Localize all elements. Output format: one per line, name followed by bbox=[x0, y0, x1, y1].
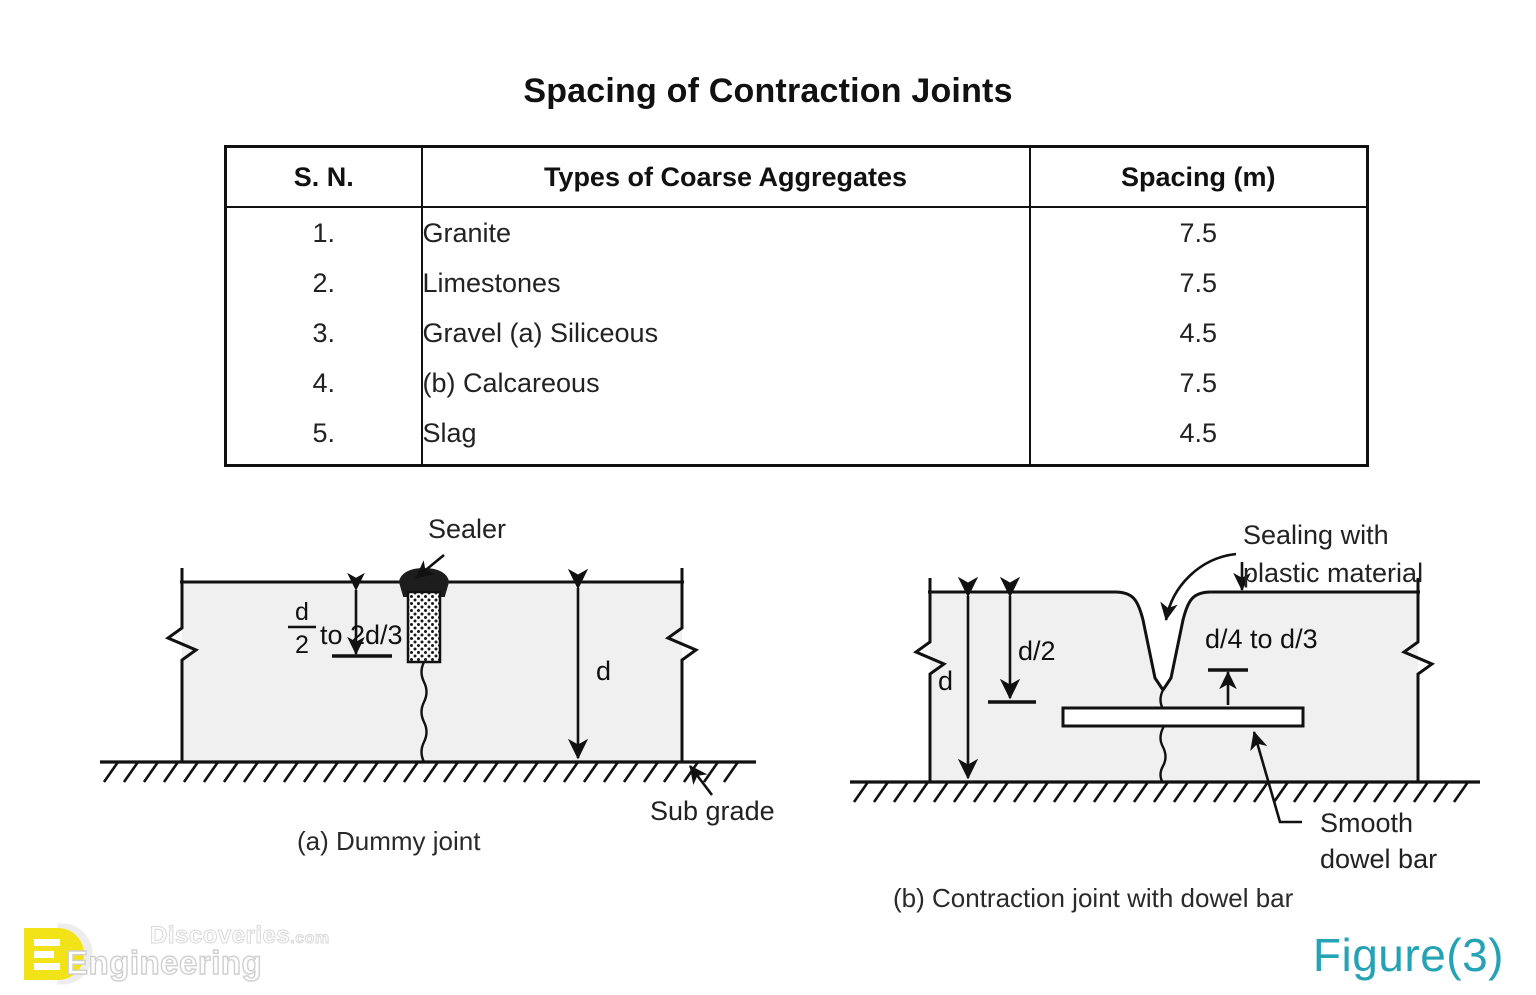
table-row: 4. (b) Calcareous 7.5 bbox=[224, 358, 1369, 408]
column-header-spacing: Spacing (m) bbox=[1028, 145, 1369, 208]
table-row: 3. Gravel (a) Siliceous 4.5 bbox=[224, 308, 1369, 358]
slab-right-break-b bbox=[1400, 578, 1436, 782]
sealed-groove-a bbox=[406, 590, 442, 664]
dim-groove-denominator-a: 2 bbox=[295, 631, 309, 659]
cell-type: Slag bbox=[420, 408, 1031, 467]
watermark-logo: Discoveries.com Engineering bbox=[8, 920, 338, 988]
slab-left-break-b bbox=[912, 578, 948, 782]
contraction-joint-spacing-table: S. N. Types of Coarse Aggregates Spacing… bbox=[224, 145, 1369, 467]
cell-spacing: 4.5 bbox=[1028, 408, 1369, 467]
column-header-type: Types of Coarse Aggregates bbox=[420, 145, 1031, 208]
dowel-label-line2-b: dowel bar bbox=[1320, 844, 1437, 874]
joint-detail-figures: d 2 to 2d/3 d bbox=[100, 514, 1480, 874]
watermark-dotcom: .com bbox=[290, 930, 330, 948]
subgrade-label-a: Sub grade bbox=[650, 796, 775, 826]
cell-type: Limestones bbox=[420, 258, 1031, 308]
subgrade-hatching-a bbox=[102, 761, 740, 783]
sealer-leader-a bbox=[415, 553, 445, 580]
induced-crack-a bbox=[420, 661, 428, 763]
cell-spacing: 4.5 bbox=[1028, 308, 1369, 358]
sealing-leader-curve-b bbox=[1160, 552, 1237, 622]
figure-b-caption: (b) Contraction joint with dowel bar bbox=[893, 883, 1294, 913]
watermark-discoveries: Discoveries bbox=[149, 922, 291, 950]
cell-sn: 1. bbox=[224, 207, 423, 258]
dim-groove-numerator-a: d bbox=[295, 598, 309, 626]
figure-a-caption: (a) Dummy joint bbox=[297, 826, 481, 856]
watermark-bottom-text: Engineering bbox=[65, 943, 263, 981]
slab-left-break-a bbox=[164, 568, 200, 762]
dim-depth-label-b: d bbox=[938, 666, 953, 696]
concrete-slab-b bbox=[930, 592, 1418, 782]
page-title: Spacing of Contraction Joints bbox=[523, 72, 1013, 110]
slab-right-break-a bbox=[664, 568, 700, 762]
dim-groove-label-b: d/4 to d/3 bbox=[1205, 624, 1318, 654]
smooth-dowel-bar bbox=[1061, 706, 1305, 728]
cell-sn: 5. bbox=[224, 408, 423, 467]
figure-a-dummy-joint: d 2 to 2d/3 d bbox=[100, 514, 775, 826]
cell-type: Gravel (a) Siliceous bbox=[420, 308, 1031, 358]
watermark-top-text: Discoveries.com bbox=[149, 922, 330, 950]
table-row: 1. Granite 7.5 bbox=[224, 207, 1369, 258]
subgrade-leader-a bbox=[688, 765, 714, 796]
sealer-label-a: Sealer bbox=[428, 514, 506, 544]
dim-groove-rest-a: to 2d/3 bbox=[320, 620, 403, 650]
table-row: 5. Slag 4.5 bbox=[224, 408, 1369, 467]
slab-top-left-groove-b bbox=[928, 590, 1165, 691]
sealing-label-line2-b: plastic material bbox=[1243, 558, 1423, 588]
table-header-row: S. N. Types of Coarse Aggregates Spacing… bbox=[224, 145, 1369, 208]
figure-number-label: Figure(3) bbox=[1312, 929, 1504, 981]
cell-sn: 2. bbox=[224, 258, 423, 308]
figure-b-dowel-joint: d d/2 d/4 to d/3 bbox=[850, 520, 1480, 874]
table-row: 2. Limestones 7.5 bbox=[224, 258, 1369, 308]
cell-type: Granite bbox=[420, 207, 1031, 258]
subgrade-hatching-b bbox=[852, 781, 1470, 803]
dowel-bar-leader-b bbox=[1250, 731, 1302, 824]
dim-depth-label-a: d bbox=[596, 656, 611, 686]
slab-top-right-groove-b bbox=[1161, 590, 1420, 691]
cell-type: (b) Calcareous bbox=[420, 358, 1031, 408]
cell-spacing: 7.5 bbox=[1028, 358, 1369, 408]
ed-logo-icon bbox=[24, 923, 93, 985]
dim-half-depth-label-b: d/2 bbox=[1018, 636, 1056, 666]
dowel-label-line1-b: Smooth bbox=[1320, 808, 1413, 838]
cell-sn: 3. bbox=[224, 308, 423, 358]
cell-sn: 4. bbox=[224, 358, 423, 408]
cell-spacing: 7.5 bbox=[1028, 258, 1369, 308]
column-header-sn: S. N. bbox=[224, 145, 423, 208]
sealing-label-line1-b: Sealing with bbox=[1243, 520, 1389, 550]
cell-spacing: 7.5 bbox=[1028, 207, 1369, 258]
